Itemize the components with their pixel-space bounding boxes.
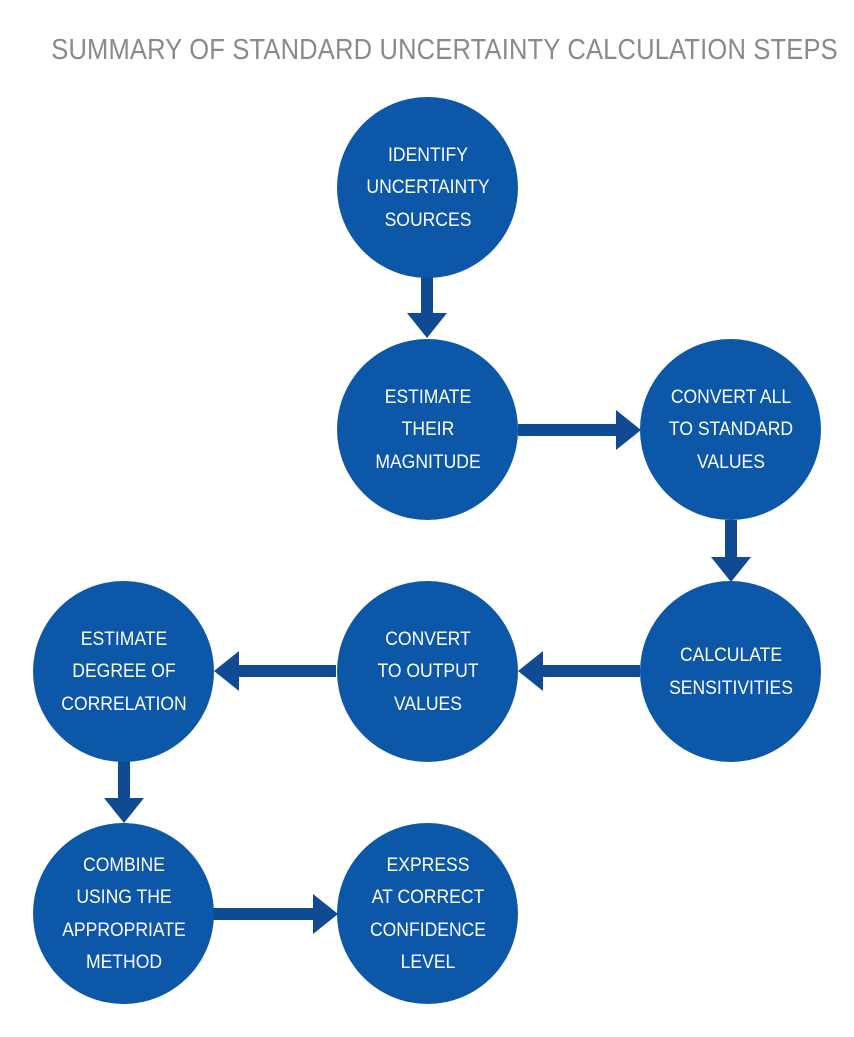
arrow-convert-output-to-estimate-correlation [214,651,336,691]
step-label: CALCULATE SENSITIVITIES [668,644,793,699]
step-express-at-confidence-level: EXPRESS AT CORRECT CONFIDENCE LEVEL [337,823,518,1004]
arrow-combine-to-express [213,894,338,934]
step-estimate-magnitude: ESTIMATE THEIR MAGNITUDE [337,339,518,520]
step-identify-uncertainty-sources: IDENTIFY UNCERTAINTY SOURCES [337,97,518,278]
step-label: ESTIMATE DEGREE OF CORRELATION [60,627,187,715]
diagram-title: SUMMARY OF STANDARD UNCERTAINTY CALCULAT… [51,34,838,66]
step-label: COMBINE USING THE APPROPRIATE METHOD [61,853,186,974]
arrow-calculate-sensitivities-to-convert-output [518,651,640,691]
arrow-convert-standard-to-calculate-sensitivities [711,520,751,582]
step-estimate-degree-of-correlation: ESTIMATE DEGREE OF CORRELATION [33,581,214,762]
step-convert-to-output-values: CONVERT TO OUTPUT VALUES [337,581,518,762]
connector-arrows [104,276,751,934]
step-label: CONVERT TO OUTPUT VALUES [376,627,479,715]
step-label: IDENTIFY UNCERTAINTY SOURCES [365,143,490,231]
step-calculate-sensitivities: CALCULATE SENSITIVITIES [640,581,821,762]
arrow-identify-to-estimate-magnitude [407,276,447,338]
step-label: ESTIMATE THEIR MAGNITUDE [374,385,481,473]
arrow-estimate-magnitude-to-convert-standard [518,410,641,450]
arrow-estimate-correlation-to-combine [104,761,144,823]
step-combine-using-method: COMBINE USING THE APPROPRIATE METHOD [33,823,214,1004]
step-convert-to-standard-values: CONVERT ALL TO STANDARD VALUES [640,339,821,520]
step-label: CONVERT ALL TO STANDARD VALUES [668,385,793,473]
step-label: EXPRESS AT CORRECT CONFIDENCE LEVEL [369,853,486,974]
